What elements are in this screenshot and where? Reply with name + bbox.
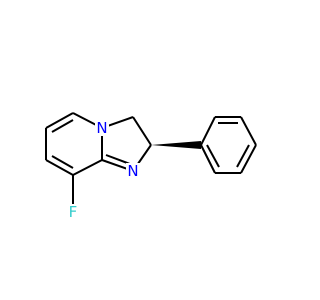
bond-c2-c3 (45, 112, 74, 129)
chemical-structure: N N F (45, 112, 257, 221)
bond-c4-c5-inner (51, 155, 74, 169)
wedge-bond (151, 141, 201, 149)
bond-c2-c3-inner (51, 119, 74, 133)
fluorine-label: F (69, 203, 78, 221)
bond-phenyl-3 (240, 116, 257, 146)
bridgehead-nitrogen-label: N (96, 119, 107, 137)
bond-n-imine-c8-double (105, 154, 131, 165)
atom-labels: N N F (66, 119, 140, 221)
bond-phenyl-4-inner (236, 144, 250, 168)
bond-phenyl-6-inner (206, 144, 220, 168)
bond-phenyl-4 (240, 144, 257, 174)
bond-c5-c8 (72, 159, 103, 176)
bond-phenyl-1 (200, 116, 216, 146)
mask-fluorine (66, 204, 80, 220)
imine-nitrogen-label: N (127, 162, 138, 180)
mask-bridgehead-nitrogen (95, 120, 109, 136)
bond-c4-c5 (45, 159, 74, 176)
bonds (45, 112, 257, 205)
bond-phenyl-6 (200, 144, 216, 174)
mask-imine-nitrogen (126, 163, 140, 179)
bond-ch2-chiral (132, 116, 152, 146)
